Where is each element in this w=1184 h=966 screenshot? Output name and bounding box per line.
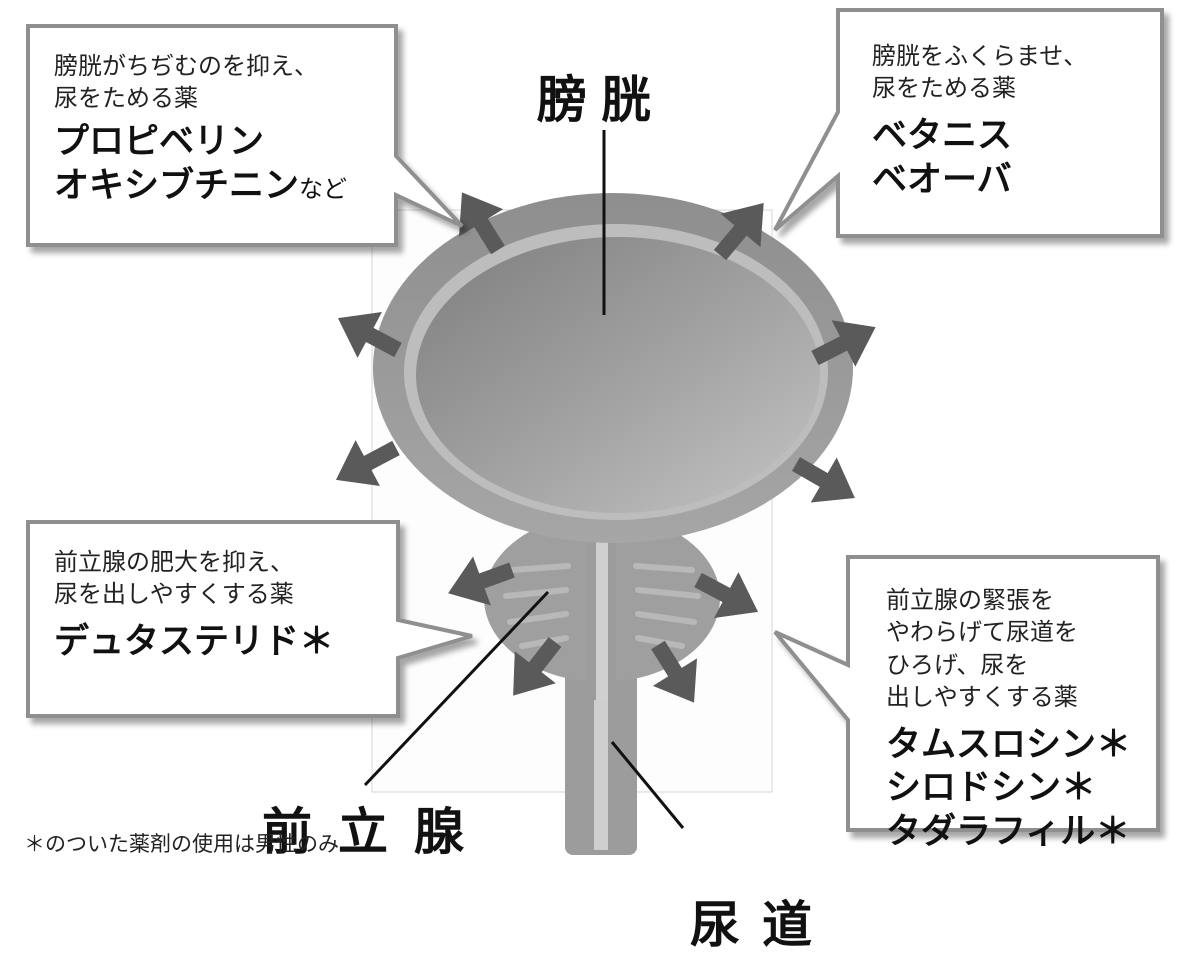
description-line: 前立腺の肥大を抑え、 bbox=[54, 548, 294, 576]
callout-box-top-left bbox=[26, 24, 464, 247]
drug-name: オキシブチニン bbox=[54, 165, 300, 206]
callout-box-mid-left bbox=[26, 520, 473, 718]
urethra-lumen-upper bbox=[596, 520, 608, 700]
description-line: 出しやすくする薬 bbox=[886, 683, 1078, 712]
bladder-title: 膀胱 bbox=[537, 71, 665, 129]
prostate-leader-line bbox=[363, 590, 550, 787]
arrow-icon bbox=[713, 202, 764, 261]
description-line: 尿をためる薬 bbox=[872, 74, 1016, 103]
drug-name: タムスロシン＊ bbox=[886, 724, 1132, 765]
drug-name: タダラフィル＊ bbox=[886, 812, 1131, 853]
bladder-lumen bbox=[416, 237, 820, 513]
drug-name: プロピベリン bbox=[54, 121, 265, 162]
urethra-leader-line bbox=[610, 741, 685, 829]
drug-name: ベタニス bbox=[872, 115, 1013, 156]
callout-box-top-right bbox=[773, 8, 1164, 238]
arrow-icon bbox=[448, 556, 515, 606]
arrow-icon bbox=[694, 572, 759, 618]
description-line: 尿を出しやすくする薬 bbox=[54, 580, 294, 609]
callout-text-bottom-right: 前立腺の緊張を やわらげて尿道を ひろげ、尿を 出しやすくする薬 タムスロシン＊… bbox=[886, 584, 1131, 855]
arrow-icon bbox=[337, 312, 402, 358]
prostate-title: 前立腺 bbox=[262, 803, 490, 861]
callout-text-mid-left: 前立腺の肥大を抑え、 尿を出しやすくする薬 デュタステリド＊ bbox=[54, 546, 334, 665]
footnote: ＊のついた薬剤の使用は男性のみ bbox=[24, 832, 339, 856]
callout-text-top-right: 膀胱をふくらませ、 尿をためる薬 ベタニス ベオーバ bbox=[872, 40, 1087, 202]
arrow-icon bbox=[792, 457, 855, 503]
callout-box-bottom-right bbox=[773, 555, 1160, 832]
urethra-title: 尿道 bbox=[690, 896, 834, 954]
drug-line: オキシブチニンなど bbox=[54, 165, 347, 209]
description-line: 尿をためる薬 bbox=[54, 84, 198, 113]
prostate-lobules bbox=[503, 563, 701, 649]
description-line: 前立腺の緊張を bbox=[886, 586, 1054, 614]
drug-name: デュタステリド＊ bbox=[54, 621, 335, 662]
arrow-icon bbox=[335, 440, 400, 486]
callout-text-top-left: 膀胱がちぢむのを抑え、 尿をためる薬 プロピベリン オキシブチニンなど bbox=[54, 50, 347, 208]
description-line: 膀胱がちぢむのを抑え、 bbox=[54, 52, 318, 80]
description-line: やわらげて尿道を bbox=[886, 618, 1078, 647]
description-line: ひろげ、尿を bbox=[886, 650, 1029, 679]
description-line: 膀胱をふくらませ、 bbox=[872, 42, 1088, 70]
drug-name: ベオーバ bbox=[872, 159, 1012, 200]
expansion-arrows bbox=[335, 192, 876, 703]
drug-name: シロドシン＊ bbox=[886, 768, 1097, 809]
arrow-icon bbox=[811, 320, 876, 367]
arrow-icon bbox=[651, 640, 698, 703]
drug-suffix: など bbox=[299, 174, 348, 203]
arrow-icon bbox=[458, 192, 505, 255]
arrow-icon bbox=[513, 637, 562, 696]
